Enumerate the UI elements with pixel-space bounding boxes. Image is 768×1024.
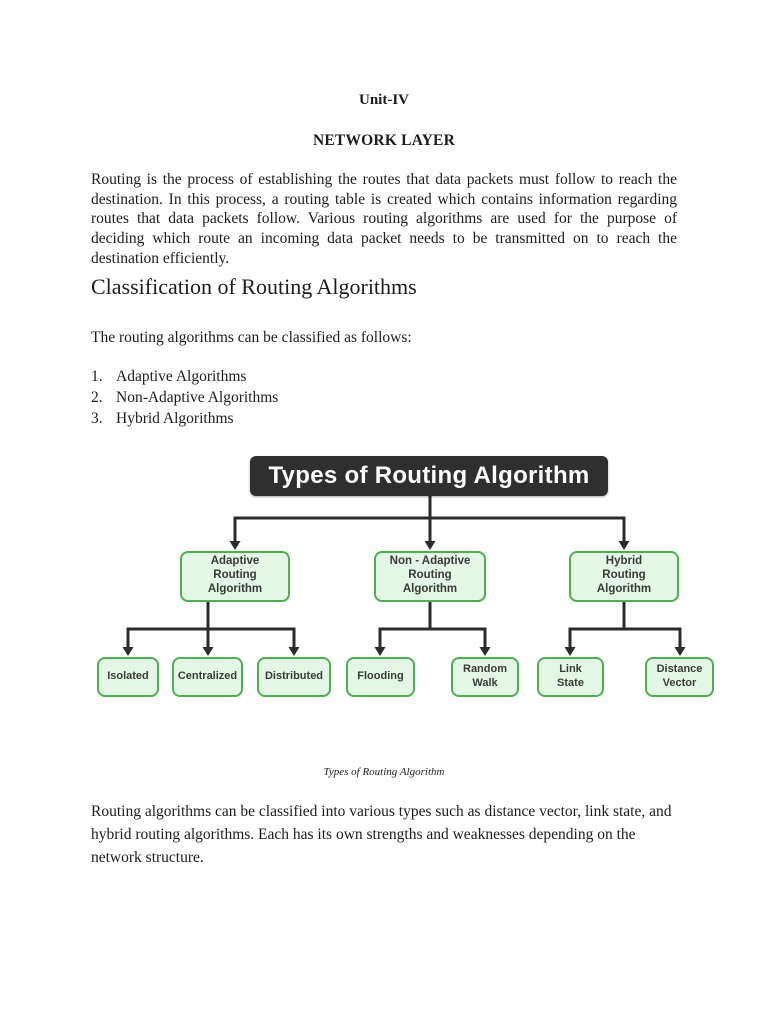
node-link-state: Link State: [537, 656, 604, 697]
unit-title: Unit-IV: [358, 92, 409, 108]
list-intro: The routing algorithms can be classified…: [91, 328, 412, 346]
node-hybrid-routing: Hybrid Routing Algorithm: [569, 550, 679, 602]
list-label: Hybrid Algorithms: [116, 409, 234, 427]
algorithm-list: 1. Adaptive Algorithms 2. Non-Adaptive Alg…: [91, 366, 677, 429]
list-item-adaptive: 1. Adaptive Algorithms: [91, 366, 677, 387]
node-adaptive-routing: Adaptive Routing Algorithm: [180, 550, 290, 602]
node-random-walk: Random Walk: [451, 656, 519, 697]
section-heading: Classification of Routing Algorithms: [91, 273, 417, 299]
list-item-hybrid: 3. Hybrid Algorithms: [91, 408, 677, 429]
node-flooding: Flooding: [346, 656, 415, 697]
figure-caption: Types of Routing Algorithm: [323, 765, 445, 778]
list-label: Adaptive Algorithms: [116, 367, 247, 385]
routing-algorithm-diagram: Types of Routing Algorithm Adaptive Rout…: [0, 454, 768, 709]
node-non-adaptive-routing: Non - Adaptive Routing Algorithm: [374, 550, 486, 602]
node-centralized: Centralized: [172, 656, 243, 697]
node-distance-vector: Distance Vector: [645, 656, 714, 697]
list-number: 3.: [91, 409, 103, 427]
list-item-non-adaptive: 2. Non-Adaptive Algorithms: [91, 387, 677, 408]
connector-lines: [122, 495, 686, 656]
closing-paragraph: Routing algorithms can be classified int…: [91, 802, 672, 866]
list-number: 2.: [91, 388, 103, 406]
list-label: Non-Adaptive Algorithms: [116, 388, 279, 406]
intro-paragraph: Routing is the process of establishing t…: [91, 171, 677, 267]
diagram-title: Types of Routing Algorithm: [250, 455, 608, 496]
arrowheads: [122, 540, 686, 656]
list-number: 1.: [91, 367, 103, 385]
node-isolated: Isolated: [97, 656, 159, 697]
chapter-title: NETWORK LAYER: [313, 132, 455, 149]
node-distributed: Distributed: [257, 656, 331, 697]
